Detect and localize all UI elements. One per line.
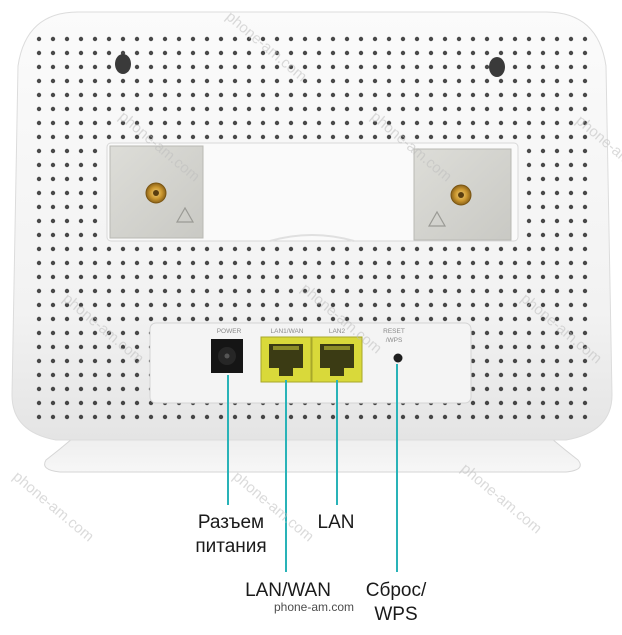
callout-lan-wan-line1: LAN/WAN bbox=[245, 580, 331, 601]
port-label-power: POWER bbox=[217, 328, 242, 335]
callout-power-connector: Разъем питания bbox=[178, 511, 284, 559]
callout-reset-line1: Сброс/ bbox=[365, 580, 427, 601]
antenna-plate-left bbox=[109, 145, 204, 239]
port-label-reset: RESET bbox=[383, 328, 405, 335]
mount-hole-right bbox=[489, 57, 505, 77]
callout-lan-wan: LAN/WAN bbox=[236, 579, 340, 603]
callout-lan-line1: LAN bbox=[317, 512, 355, 533]
callout-reset-wps: Сброс/ WPS bbox=[352, 579, 440, 627]
lan-wan-port bbox=[260, 336, 312, 383]
lan-port bbox=[311, 336, 363, 383]
power-jack bbox=[211, 339, 243, 373]
callout-power-line1: Разъем bbox=[197, 512, 265, 533]
site-caption: phone-am.com bbox=[273, 600, 355, 614]
port-label-lan: LAN2 bbox=[329, 328, 346, 335]
callout-power-line2: питания bbox=[195, 536, 267, 557]
mount-hole-left bbox=[115, 54, 131, 74]
watermark-text: phone-am.com bbox=[9, 468, 97, 545]
callout-reset-line2: WPS bbox=[374, 604, 418, 625]
callout-lan: LAN bbox=[306, 511, 366, 535]
port-label-wps: /WPS bbox=[386, 337, 403, 344]
port-label-lan-wan: LAN1/WAN bbox=[271, 328, 304, 335]
antenna-plate-right bbox=[413, 148, 512, 241]
reset-wps-button bbox=[393, 353, 403, 363]
